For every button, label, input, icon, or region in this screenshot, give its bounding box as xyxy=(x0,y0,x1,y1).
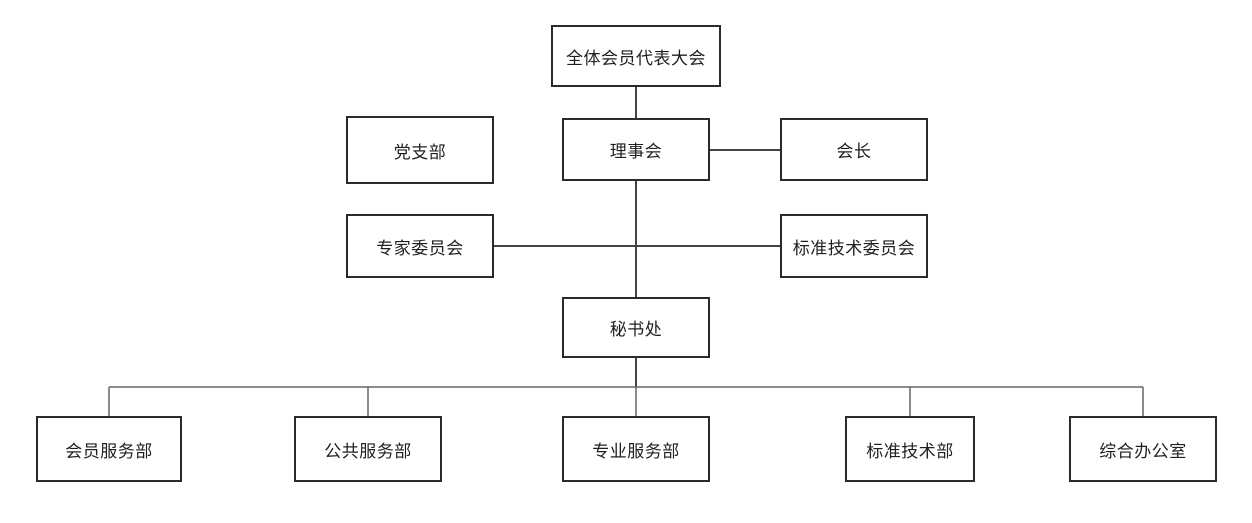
node-secretariat: 秘书处 xyxy=(562,297,710,358)
node-expert-committee: 专家委员会 xyxy=(346,214,494,278)
node-dept-member-services: 会员服务部 xyxy=(36,416,182,482)
node-dept-standards: 标准技术部 xyxy=(845,416,975,482)
node-council: 理事会 xyxy=(562,118,710,181)
node-dept-general-office: 综合办公室 xyxy=(1069,416,1217,482)
node-standards-committee: 标准技术委员会 xyxy=(780,214,928,278)
node-dept-public-services: 公共服务部 xyxy=(294,416,442,482)
node-party-branch: 党支部 xyxy=(346,116,494,184)
node-assembly: 全体会员代表大会 xyxy=(551,25,721,87)
node-dept-professional-services: 专业服务部 xyxy=(562,416,710,482)
node-president: 会长 xyxy=(780,118,928,181)
